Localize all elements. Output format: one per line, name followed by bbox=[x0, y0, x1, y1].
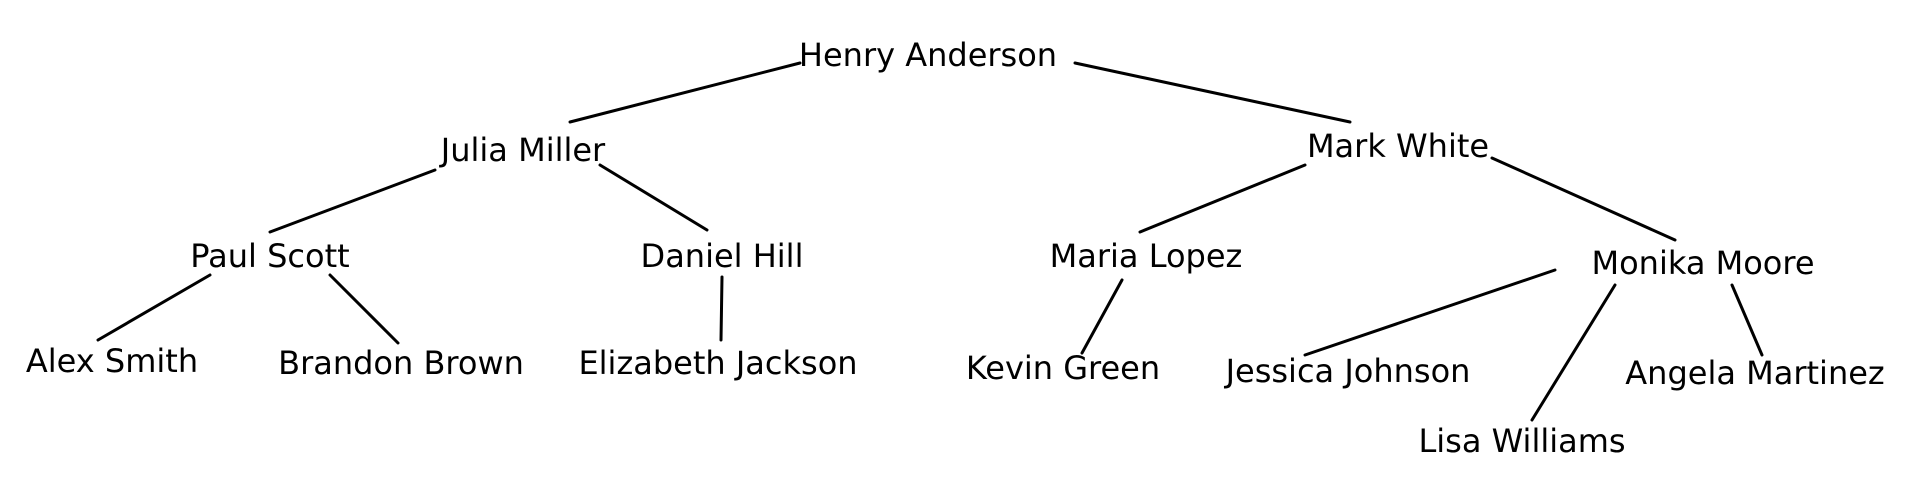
edge-mark-maria bbox=[1138, 163, 1307, 234]
node-kevin-green: Kevin Green bbox=[965, 349, 1161, 387]
edge-maria-kevin bbox=[1080, 278, 1124, 355]
node-brandon-brown: Brandon Brown bbox=[278, 344, 524, 382]
edge-mark-monika bbox=[1490, 156, 1677, 242]
edge-daniel-elizabeth bbox=[719, 275, 724, 342]
node-daniel-hill: Daniel Hill bbox=[640, 237, 804, 275]
node-julia-miller: Julia Miller bbox=[440, 131, 606, 169]
edge-paul-alex bbox=[96, 273, 212, 342]
node-maria-lopez: Maria Lopez bbox=[1049, 237, 1243, 275]
edge-paul-brandon bbox=[328, 273, 400, 345]
edge-monika-angela bbox=[1730, 283, 1764, 357]
node-lisa-williams: Lisa Williams bbox=[1418, 422, 1626, 460]
edge-julia-daniel bbox=[598, 163, 709, 232]
node-henry-anderson: Henry Anderson bbox=[798, 36, 1058, 74]
node-jessica-johnson: Jessica Johnson bbox=[1225, 352, 1471, 390]
edge-henry-julia bbox=[568, 61, 802, 124]
edge-henry-mark bbox=[1073, 61, 1352, 124]
node-paul-scott: Paul Scott bbox=[190, 237, 350, 275]
edge-monika-lisa bbox=[1530, 283, 1617, 422]
node-alex-smith: Alex Smith bbox=[25, 342, 199, 380]
node-elizabeth-jackson: Elizabeth Jackson bbox=[578, 344, 858, 382]
edge-monika-jessica bbox=[1303, 268, 1557, 357]
node-monika-moore: Monika Moore bbox=[1591, 244, 1815, 282]
edge-julia-paul bbox=[268, 168, 437, 234]
node-mark-white: Mark White bbox=[1306, 127, 1490, 165]
node-angela-martinez: Angela Martinez bbox=[1625, 354, 1885, 392]
